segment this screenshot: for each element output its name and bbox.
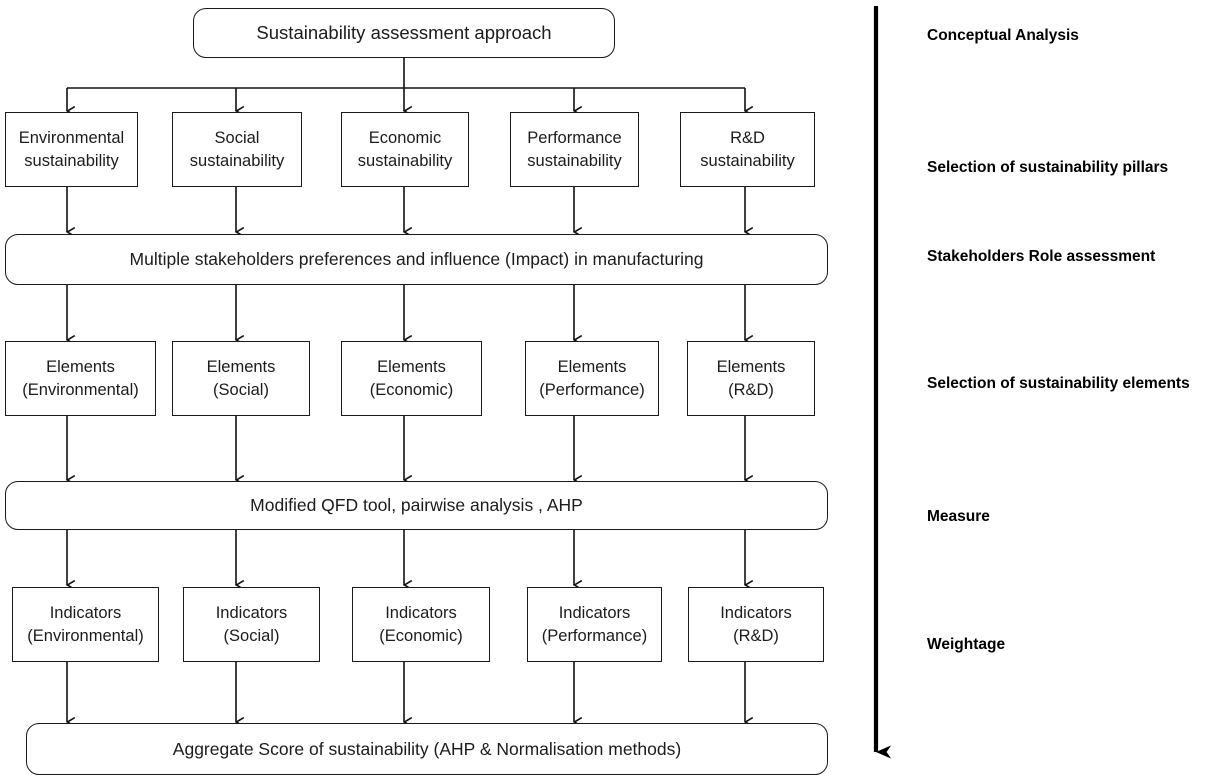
- stage-label-text: Weightage: [927, 636, 1006, 653]
- node-label: Elements (Environmental): [22, 357, 139, 399]
- node-pillar-social[interactable]: Social sustainability: [172, 112, 302, 187]
- node-label: Multiple stakeholders preferences and in…: [129, 249, 704, 270]
- stage-label-selection-of-pillars: Selection of sustainability pillars: [927, 159, 1168, 177]
- node-label: Indicators (Social): [215, 603, 288, 645]
- node-sustainability-assessment-approach[interactable]: Sustainability assessment approach: [193, 8, 615, 58]
- node-label: Elements (R&D): [716, 357, 786, 399]
- stage-label-text: Selection of sustainability elements: [927, 375, 1190, 392]
- node-pillar-performance[interactable]: Performance sustainability: [510, 112, 639, 187]
- node-indicators-economic[interactable]: Indicators (Economic): [352, 587, 490, 662]
- node-label: R&D sustainability: [700, 128, 795, 170]
- node-label: Sustainability assessment approach: [256, 22, 552, 44]
- stage-label-text: Stakeholders Role assessment: [927, 248, 1156, 265]
- node-label: Performance sustainability: [527, 128, 622, 170]
- node-label: Indicators (Economic): [379, 603, 463, 645]
- node-label: Indicators (Performance): [541, 603, 648, 645]
- stage-label-selection-of-elements: Selection of sustainability elements: [927, 375, 1190, 393]
- stage-label-text: Conceptual Analysis: [927, 27, 1079, 44]
- node-label: Elements (Economic): [369, 357, 454, 399]
- node-label: Economic sustainability: [357, 128, 453, 170]
- node-elements-rnd[interactable]: Elements (R&D): [687, 341, 815, 416]
- node-label: Indicators (Environmental): [27, 603, 144, 645]
- node-label: Aggregate Score of sustainability (AHP &…: [172, 738, 682, 759]
- node-pillar-rnd[interactable]: R&D sustainability: [680, 112, 815, 187]
- node-modified-qfd-method[interactable]: Modified QFD tool, pairwise analysis , A…: [5, 481, 828, 530]
- node-elements-environmental[interactable]: Elements (Environmental): [5, 341, 156, 416]
- stage-label-conceptual-analysis: Conceptual Analysis: [927, 27, 1079, 45]
- node-label: Elements (Social): [206, 357, 276, 399]
- node-label: Modified QFD tool, pairwise analysis , A…: [250, 495, 583, 516]
- stage-label-stakeholders-role-assessment: Stakeholders Role assessment: [927, 248, 1155, 266]
- node-indicators-environmental[interactable]: Indicators (Environmental): [12, 587, 159, 662]
- node-indicators-social[interactable]: Indicators (Social): [183, 587, 320, 662]
- node-indicators-performance[interactable]: Indicators (Performance): [527, 587, 662, 662]
- stage-label-weightage: Weightage: [927, 636, 1005, 654]
- node-label: Social sustainability: [189, 128, 285, 170]
- node-elements-economic[interactable]: Elements (Economic): [341, 341, 482, 416]
- node-label: Indicators (R&D): [720, 603, 792, 645]
- node-elements-performance[interactable]: Elements (Performance): [525, 341, 659, 416]
- stage-label-text: Selection of sustainability pillars: [927, 159, 1169, 176]
- node-pillar-economic[interactable]: Economic sustainability: [341, 112, 469, 187]
- stage-label-measure: Measure: [927, 508, 990, 526]
- node-stakeholders-preferences[interactable]: Multiple stakeholders preferences and in…: [5, 234, 828, 285]
- node-pillar-environmental[interactable]: Environmental sustainability: [5, 112, 138, 187]
- node-aggregate-score[interactable]: Aggregate Score of sustainability (AHP &…: [26, 723, 828, 775]
- stage-label-text: Measure: [927, 508, 990, 525]
- node-label: Elements (Performance): [539, 357, 645, 399]
- node-elements-social[interactable]: Elements (Social): [172, 341, 310, 416]
- node-label: Environmental sustainability: [18, 128, 125, 170]
- node-indicators-rnd[interactable]: Indicators (R&D): [688, 587, 824, 662]
